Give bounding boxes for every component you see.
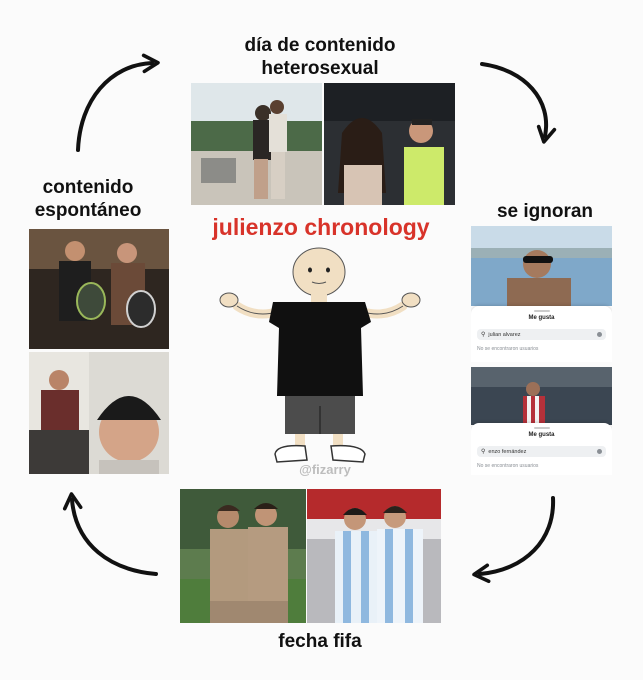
stage-label-left-line2: espontáneo <box>34 200 142 221</box>
photo-top-left <box>191 83 322 205</box>
ig-panel-2-search-value: enzo fernández <box>488 448 527 455</box>
arrow-top-left-icon <box>76 53 160 152</box>
arrow-bottom-right-icon <box>472 496 556 584</box>
photo-top-right <box>324 83 455 205</box>
search-icon: ⚲ <box>481 332 486 338</box>
cartoon-character <box>219 247 421 463</box>
stage-label-bottom: fecha fifa <box>278 631 362 652</box>
watermark: @fizarry <box>299 462 351 477</box>
arrow-bottom-left-icon <box>62 492 158 576</box>
arrow-top-right-icon <box>480 62 557 144</box>
drag-handle[interactable] <box>533 427 550 429</box>
stage-label-top: día de contenido heterosexual <box>200 34 440 80</box>
ig-panel-2-empty: No se encontraron usuarios <box>477 463 539 469</box>
stage-label-left-line1: contenido <box>42 177 134 198</box>
ig-panel-2-title: Me gusta <box>528 432 555 438</box>
photo-bottom-right <box>307 489 441 623</box>
photo-left-top <box>29 229 169 349</box>
ig-panel-1-search[interactable]: ⚲ julian alvarez <box>477 329 606 340</box>
ig-likes-panel-2: Me gusta ⚲ enzo fernández No se encontra… <box>471 423 612 475</box>
ig-panel-1-title: Me gusta <box>528 315 555 321</box>
drag-handle[interactable] <box>533 310 550 312</box>
photo-bottom-left <box>180 489 306 623</box>
ig-panel-1-empty: No se encontraron usuarios <box>477 346 539 352</box>
meme-title: julienzo chronology <box>212 214 430 240</box>
stage-label-top-line2: heterosexual <box>261 58 379 79</box>
photo-right-top: Me gusta ⚲ julian alvarez No se encontra… <box>471 226 612 362</box>
photo-right-bottom: Me gusta ⚲ enzo fernández No se encontra… <box>471 367 612 475</box>
stage-label-top-line1: día de contenido <box>244 35 396 56</box>
ig-panel-2-search[interactable]: ⚲ enzo fernández <box>477 446 606 457</box>
photo-left-bottom <box>29 352 169 474</box>
ig-panel-1-search-value: julian alvarez <box>488 331 521 338</box>
stage-label-left: contenido espontáneo <box>18 176 158 222</box>
clear-icon[interactable] <box>597 332 602 337</box>
stage-label-right: se ignoran <box>496 201 594 222</box>
clear-icon[interactable] <box>597 449 602 454</box>
search-icon: ⚲ <box>481 449 486 455</box>
ig-likes-panel-1: Me gusta ⚲ julian alvarez No se encontra… <box>471 306 612 362</box>
